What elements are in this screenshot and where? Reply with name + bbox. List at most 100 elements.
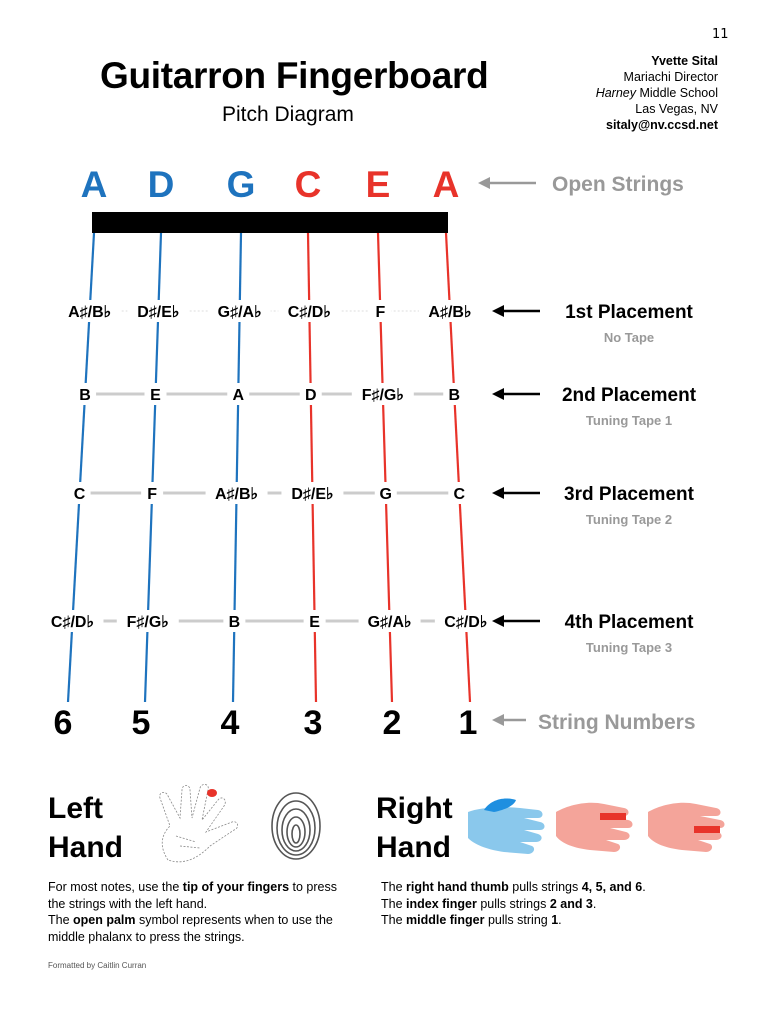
placement-note: F♯/G♭ <box>127 614 169 631</box>
open-string-note: D <box>148 164 175 205</box>
placement-note: A♯/B♭ <box>215 486 258 503</box>
text-run: symbol represents when to use the middle… <box>48 913 333 944</box>
left-hand-paragraph-2: The open palm symbol represents when to … <box>48 912 348 945</box>
placement-note: E <box>150 387 161 404</box>
note-background <box>208 300 271 322</box>
placement-title: 4th Placement <box>565 612 694 633</box>
text-run: pulls strings <box>508 880 582 894</box>
placement-note: C♯/D♭ <box>444 614 487 631</box>
author-block: Yvette Sital Mariachi Director Harney Mi… <box>596 53 718 133</box>
text-run: . <box>642 880 646 894</box>
text-run: . <box>592 896 597 911</box>
text-run: pulls strings <box>476 896 550 911</box>
placement-note: A <box>232 387 244 404</box>
placement-note: E <box>309 614 320 631</box>
placement-arrowhead-icon <box>492 487 504 499</box>
placement-note: F♯/G♭ <box>362 387 404 404</box>
note-background <box>74 383 97 405</box>
note-background <box>41 610 104 632</box>
open-strings-label: Open Strings <box>552 173 684 196</box>
fingertip-marker-icon <box>207 789 217 797</box>
open-string-note: C <box>295 164 322 205</box>
text-run-bold: 4, 5, and 6 <box>581 880 643 894</box>
string-numbers-arrow <box>492 714 526 726</box>
credit-line: Formatted by Caitlin Curran <box>48 961 147 970</box>
string-number: 1 <box>459 704 478 742</box>
placement-note: G <box>380 486 392 503</box>
placement-subtitle: Tuning Tape 2 <box>586 512 672 527</box>
right-hand-line-3: The middle finger pulls string 1. <box>381 912 721 929</box>
text-run: The <box>381 896 407 911</box>
placement-subtitle: Tuning Tape 1 <box>586 413 672 428</box>
fret-lines <box>72 310 466 623</box>
right-hand-title: Right Hand <box>376 789 453 867</box>
placement-note: A♯/B♭ <box>428 304 471 321</box>
string-number: 3 <box>304 704 323 742</box>
text-run: pulls string <box>484 913 552 927</box>
author-role: Mariachi Director <box>623 70 718 84</box>
note-background <box>205 482 268 504</box>
placement-note: C <box>454 486 466 503</box>
placement-note: G♯/A♭ <box>368 614 412 631</box>
note-background <box>144 383 167 405</box>
text-run: The <box>381 880 407 894</box>
note-background <box>278 300 341 322</box>
string-numbers-label: String Numbers <box>538 711 696 734</box>
text-run-bold: right hand thumb <box>406 880 509 894</box>
text-run-bold: open palm <box>73 913 136 927</box>
author-city: Las Vegas, NV <box>635 102 718 116</box>
note-background <box>418 300 481 322</box>
placement-title: 2nd Placement <box>562 385 697 406</box>
string-number: 6 <box>54 704 73 742</box>
open-string-note: A <box>433 164 460 205</box>
left-hand-title: Left Hand <box>48 789 123 867</box>
note-background <box>448 482 471 504</box>
page-title: Guitarron Fingerboard <box>100 55 489 96</box>
open-palm-icon <box>159 784 238 863</box>
thumb-hand-icon <box>468 798 545 854</box>
text-run: . <box>558 913 562 927</box>
placement-note: C♯/D♭ <box>288 304 331 321</box>
index-finger-hand-icon <box>556 802 633 852</box>
placement-note: B <box>79 387 91 404</box>
placement-note: D♯/E♭ <box>137 304 179 321</box>
string-number: 2 <box>383 704 402 742</box>
placement-subtitle: No Tape <box>604 330 654 345</box>
text-run-bold: middle finger <box>406 913 485 927</box>
note-background <box>68 482 91 504</box>
placement-note: F <box>147 486 157 503</box>
text-run: The <box>48 913 74 927</box>
note-background <box>443 383 466 405</box>
placement-subtitle: Tuning Tape 3 <box>586 640 672 655</box>
left-hand-title-line1: Left <box>48 792 103 825</box>
placement-note: G♯/A♭ <box>218 304 262 321</box>
note-background <box>227 383 250 405</box>
text-run-bold: 1 <box>551 913 559 927</box>
right-hand-title-line2: Hand <box>376 831 451 864</box>
text-run-bold: 2 and 3 <box>549 896 593 911</box>
placement-note: C♯/D♭ <box>51 614 94 631</box>
right-hand-instructions: The right hand thumb pulls strings 4, 5,… <box>381 879 721 929</box>
author-email[interactable]: sitaly@nv.ccsd.net <box>606 118 718 132</box>
note-background <box>369 300 392 322</box>
note-background <box>58 300 121 322</box>
placement-note: B <box>229 614 241 631</box>
note-background <box>351 383 414 405</box>
note-background <box>281 482 344 504</box>
page-subtitle: Pitch Diagram <box>222 103 354 126</box>
author-school: Harney Middle School <box>596 85 718 101</box>
text-run: to press the strings with the left hand. <box>48 880 337 911</box>
string-number: 4 <box>221 704 240 742</box>
note-background <box>374 482 397 504</box>
author-school-italic: Harney <box>595 86 636 100</box>
placement-arrowhead-icon <box>492 388 504 400</box>
text-run: The <box>381 913 407 927</box>
open-string-note: G <box>227 164 256 205</box>
placement-note: A♯/B♭ <box>68 304 111 321</box>
open-string-note: E <box>366 164 391 205</box>
placement-note: C <box>74 486 86 503</box>
note-background <box>299 383 322 405</box>
note-background <box>127 300 190 322</box>
